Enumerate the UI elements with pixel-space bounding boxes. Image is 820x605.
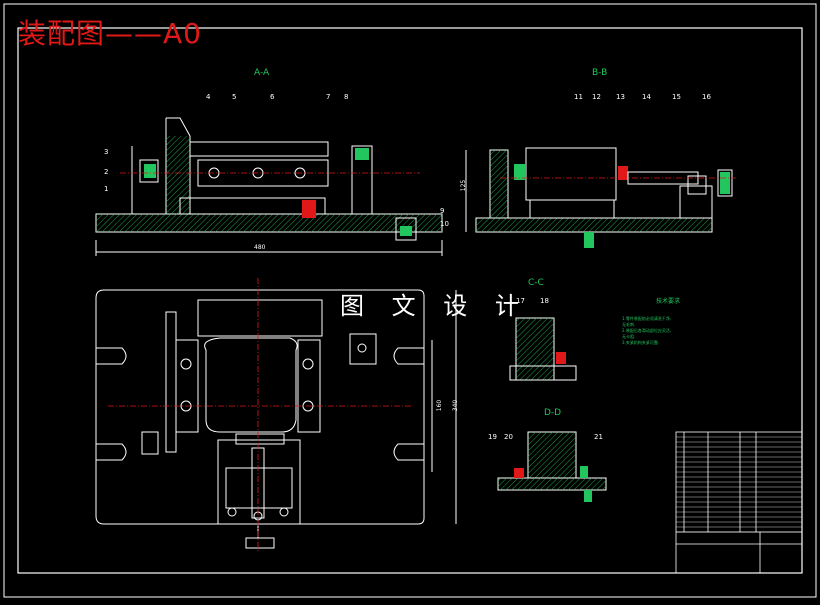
note-line: 无卡阻. [622,334,636,339]
part-number: 19 [488,433,497,441]
part-number: 16 [702,93,711,101]
part-number: 15 [672,93,681,101]
dimension-bb-height: 125 [460,179,468,192]
parts-list-rows [676,436,802,533]
dimension-plan-160: 160 [436,399,444,412]
view-bb [465,147,733,248]
title-block [675,431,803,574]
part-number: 8 [344,93,349,101]
watermark: 图 文 设 计 [340,292,529,320]
technical-notes: 1.零件装配前必须清洗干净, 无毛刺. 2.装配后各滑动部位应灵活, 无卡阻. … [622,316,672,346]
dimension-plan-340: 340 [452,399,460,412]
dimension-aa-length: 480 [254,244,266,251]
inner-border [17,27,803,574]
drawing-title: 装配图——A0 [18,17,202,50]
part-number: 2 [104,168,109,176]
view-dd [497,431,607,502]
part-number: 13 [616,93,625,101]
section-label-aa: A-A [254,68,270,78]
part-number: 10 [440,220,449,228]
part-number: 7 [326,93,331,101]
part-number: 5 [232,93,237,101]
notes-title: 技术要求 [656,298,681,305]
note-line: 2.装配后各滑动部位应灵活, [622,328,672,333]
view-cc [509,317,577,381]
part-number: 6 [270,93,275,101]
note-line: 无毛刺. [622,322,636,327]
part-number: 3 [104,148,109,156]
part-number: 12 [592,93,601,101]
section-label-bb: B-B [592,68,608,78]
part-number: 11 [574,93,583,101]
part-number: 17 [516,297,525,305]
part-number: 18 [540,297,549,305]
part-number: 20 [504,433,513,441]
part-number: 14 [642,93,651,101]
note-line: 1.零件装配前必须清洗干净, [622,316,672,321]
note-line: 3.夹紧机构夹紧可靠. [622,340,660,345]
part-number: 9 [440,207,445,215]
section-label-dd: D-D [544,408,562,418]
part-number: 1 [104,185,109,193]
plan-view [95,289,457,549]
view-aa [95,117,443,256]
part-number: 4 [206,93,211,101]
section-label-cc: C-C [528,278,544,288]
outer-border [3,3,817,598]
part-number: 21 [594,433,603,441]
